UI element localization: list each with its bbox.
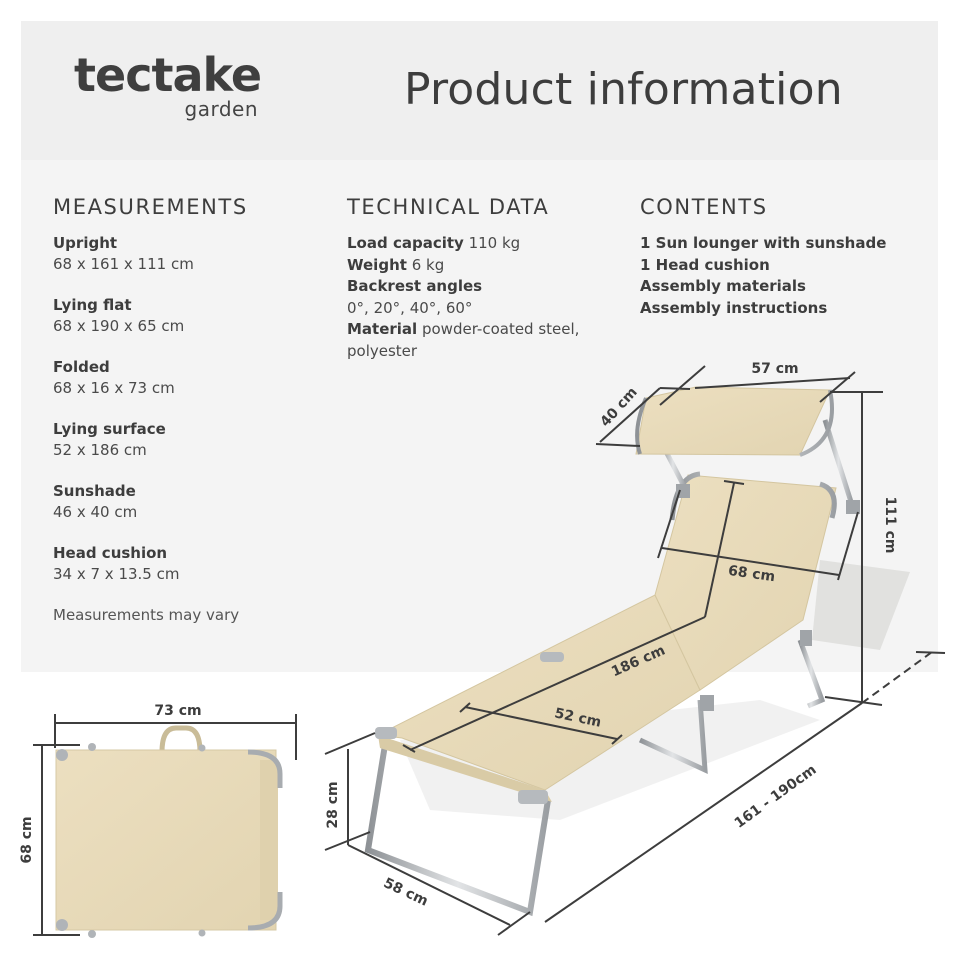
measurement-item: Folded 68 x 16 x 73 cm [53, 357, 333, 399]
measurement-value: 68 x 190 x 65 cm [53, 317, 185, 335]
sunshade-depth-label: 40 cm [597, 384, 641, 430]
brand-name: tectake [74, 48, 262, 102]
tech-material: Material powder-coated steel, [347, 319, 617, 341]
contents-title: CONTENTS [640, 195, 768, 219]
technical-section: TECHNICAL DATA Load capacity 110 kg Weig… [347, 193, 617, 362]
lounger-dimension-lines [324, 365, 946, 936]
measurement-value: 68 x 161 x 111 cm [53, 255, 194, 273]
contents-item: Assembly instructions [640, 298, 828, 317]
measurement-label: Upright [53, 234, 118, 252]
measurement-item: Sunshade 46 x 40 cm [53, 481, 333, 523]
measurement-item: Lying flat 68 x 190 x 65 cm [53, 295, 333, 337]
measurements-section: MEASUREMENTS Upright 68 x 161 x 111 cm L… [53, 193, 333, 626]
measurement-value: 68 x 16 x 73 cm [53, 379, 175, 397]
tech-value: powder-coated steel, [421, 320, 580, 338]
tech-label: Backrest angles [347, 277, 483, 295]
measurement-label: Sunshade [53, 482, 136, 500]
lounger-drawing [364, 386, 910, 917]
tech-weight: Weight 6 kg [347, 255, 617, 277]
measurement-value: 46 x 40 cm [53, 503, 138, 521]
tech-label: Material [347, 320, 418, 338]
technical-title: TECHNICAL DATA [347, 195, 550, 219]
tech-backrest-angles: Backrest angles [347, 276, 617, 298]
contents-item: 1 Head cushion [640, 255, 770, 274]
tech-load-capacity: Load capacity 110 kg [347, 233, 617, 255]
measurement-item: Head cushion 34 x 7 x 13.5 cm [53, 543, 333, 585]
folded-lounger-drawing [55, 725, 283, 938]
folded-width-label: 73 cm [154, 703, 201, 719]
measurement-item: Upright 68 x 161 x 111 cm [53, 233, 333, 275]
folded-dimension-lines [33, 714, 297, 936]
measurement-value: 52 x 186 cm [53, 441, 147, 459]
tech-value: 6 kg [411, 255, 445, 274]
contents-section: CONTENTS 1 Sun lounger with sunshade 1 H… [640, 193, 930, 319]
length-range-label: 161 - 190cm [732, 762, 820, 832]
brand-logo: tectake garden [74, 48, 262, 121]
measurements-note: Measurements may vary [53, 606, 240, 624]
page-title: Product information [404, 64, 843, 115]
height-label: 111 cm [882, 497, 898, 554]
tech-label: Weight [347, 255, 407, 274]
leg-height-label: 28 cm [325, 781, 341, 828]
measurement-label: Head cushion [53, 544, 168, 562]
contents-item: Assembly materials [640, 277, 806, 295]
contents-item: 1 Sun lounger with sunshade [640, 234, 887, 252]
tech-value: 0°, 20°, 40°, 60° [347, 298, 473, 317]
tech-value: 110 kg [468, 234, 521, 252]
sunshade-width-label: 57 cm [751, 361, 798, 377]
tech-value: polyester [347, 341, 418, 360]
measurement-value: 34 x 7 x 13.5 cm [53, 565, 180, 583]
measurement-label: Lying flat [53, 296, 132, 314]
tech-label: Load capacity [347, 234, 464, 252]
folded-height-label: 68 cm [19, 816, 35, 863]
measurement-label: Folded [53, 358, 110, 376]
measurement-item: Lying surface 52 x 186 cm [53, 419, 333, 461]
brand-sub: garden [184, 97, 258, 121]
measurement-label: Lying surface [53, 420, 166, 438]
backrest-width-label: 68 cm [727, 563, 776, 585]
frame-width-label: 58 cm [381, 875, 431, 909]
measurements-title: MEASUREMENTS [53, 195, 248, 219]
header-band [21, 21, 938, 160]
